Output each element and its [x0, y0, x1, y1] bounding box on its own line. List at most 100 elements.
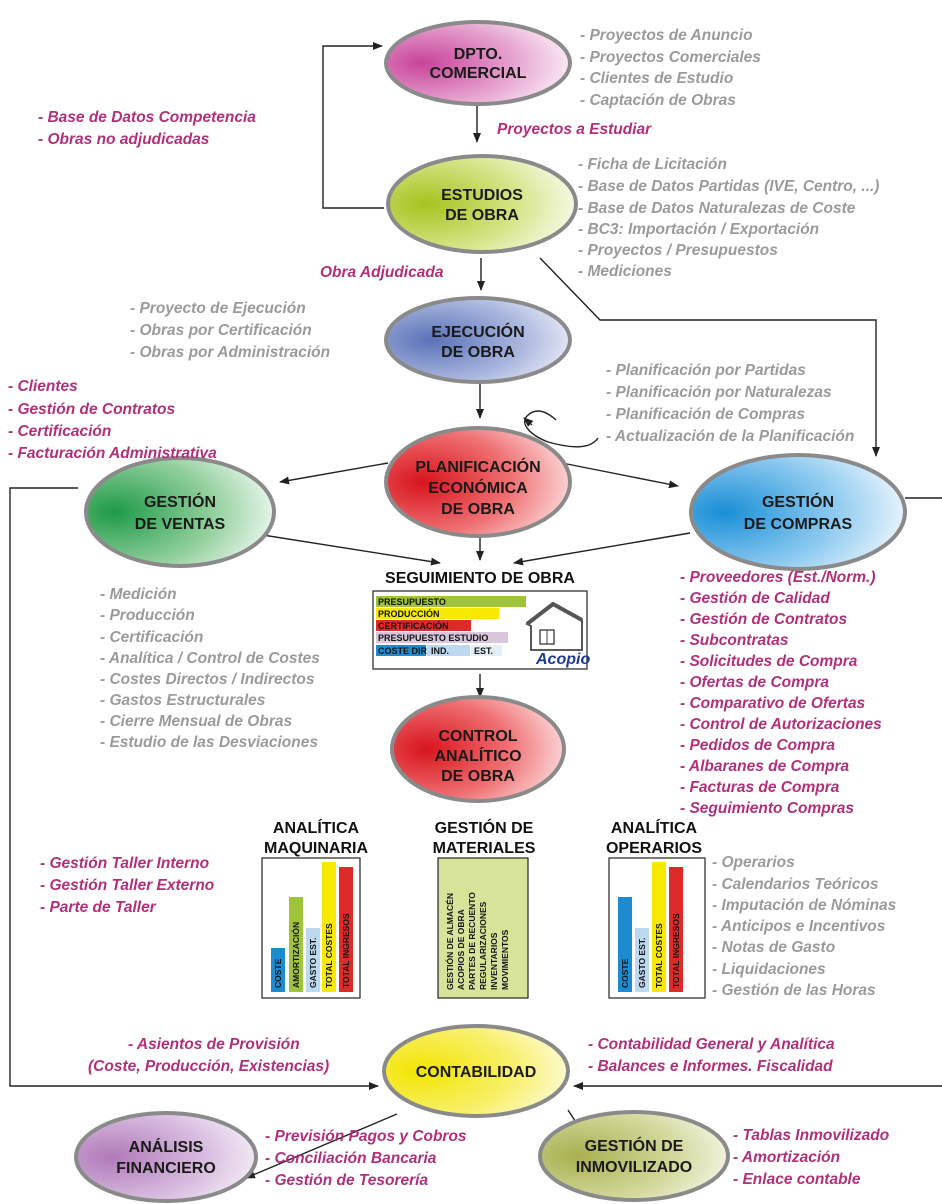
bar-total-ingresos-label: TOTAL INGRESOS [671, 913, 681, 988]
list-ventas: - Medición - Producción - Certificación … [100, 586, 320, 751]
bar-total-ingresos-label: TOTAL INGRESOS [341, 913, 351, 988]
node-planificacion: PLANIFICACIÓN ECONÓMICA DE OBRA [384, 426, 572, 538]
materiales-title-1: GESTIÓN DE [435, 818, 534, 837]
node-inmovilizado-line1: GESTIÓN DE [585, 1136, 684, 1155]
bar-total-ingresos [339, 867, 353, 992]
bar-coste-dir-label: COSTE DIR. [378, 646, 430, 656]
list-competencia: - Base de Datos Competencia - Obras no a… [38, 109, 256, 148]
list-item: - Proyectos de Anuncio [580, 27, 753, 44]
node-inmovilizado: GESTIÓN DE INMOVILIZADO [538, 1110, 730, 1202]
maquinaria-panel: ANALÍTICA MAQUINARIA COSTE AMORTIZACIÓN … [261, 818, 368, 999]
materiales-title-2: MATERIALES [433, 840, 536, 857]
seguimiento-title: SEGUIMIENTO DE OBRA [385, 570, 575, 587]
list-item: - Operarios [712, 854, 795, 871]
bar-total-costes [652, 862, 666, 992]
list-planificacion: - Planificación por Partidas - Planifica… [606, 362, 854, 445]
materiales-item: INVENTARIOS [489, 932, 499, 990]
bar-est [471, 645, 502, 656]
node-ejecucion: EJECUCIÓN DE OBRA [384, 296, 572, 384]
edge-label-proyectos-estudiar: Proyectos a Estudiar [497, 121, 652, 138]
list-item: - Captación de Obras [580, 92, 736, 109]
node-comercial: DPTO. COMERCIAL [384, 20, 572, 106]
list-item: - Gestión de Contratos [8, 401, 175, 418]
node-ejecucion-line1: EJECUCIÓN [431, 322, 524, 341]
list-item: - Actualización de la Planificación [606, 428, 854, 445]
node-ventas-line1: GESTIÓN [144, 492, 216, 511]
list-item: - Pedidos de Compra [680, 737, 835, 754]
bar-presupuesto-label: PRESUPUESTO [378, 597, 446, 607]
bar-certificacion [376, 620, 471, 631]
list-item: - Solicitudes de Compra [680, 653, 858, 670]
list-financiero: - Previsión Pagos y Cobros - Conciliació… [265, 1128, 467, 1189]
list-item: - Calendarios Teóricos [712, 876, 879, 893]
list-item: - Gestión Taller Interno [40, 855, 209, 872]
list-item: - Base de Datos Partidas (IVE, Centro, .… [578, 178, 879, 195]
node-control: CONTROL ANALÍTICO DE OBRA [390, 695, 566, 803]
list-item: - Anticipos e Incentivos [712, 918, 886, 935]
list-item: - Parte de Taller [40, 899, 157, 916]
list-item: - Medición [100, 586, 177, 603]
list-item: - Asientos de Provisión [128, 1036, 300, 1053]
bar-coste-label: COSTE [620, 958, 630, 988]
node-estudios-line1: ESTUDIOS [441, 187, 523, 204]
bar-presupuesto-estudio-label: PRESUPUESTO ESTUDIO [378, 633, 488, 643]
list-item: - Liquidaciones [712, 961, 826, 978]
list-item: - Certificación [8, 423, 111, 440]
list-taller: - Gestión Taller Interno - Gestión Talle… [40, 855, 214, 916]
list-item: - Comparativo de Ofertas [680, 695, 866, 712]
materiales-item: GESTIÓN DE ALMACÉN [444, 893, 455, 990]
bar-amortizacion [289, 897, 303, 992]
bar-amortizacion-label: AMORTIZACIÓN [290, 922, 301, 988]
list-item: - Planificación de Compras [606, 406, 805, 423]
list-item: - Facturación Administrativa [8, 445, 217, 462]
bar-coste-dir [376, 645, 426, 656]
list-item: - Gestión de las Horas [712, 982, 876, 999]
list-item: - Seguimiento Compras [680, 800, 854, 817]
node-comercial-line1: DPTO. [454, 46, 503, 63]
list-item: - Proyecto de Ejecución [130, 300, 306, 317]
bar-gasto-est [306, 928, 320, 992]
list-inmovilizado: - Tablas Inmovilizado - Amortización - E… [733, 1127, 889, 1188]
maquinaria-title-1: ANALÍTICA [273, 818, 360, 837]
list-item: - Obras por Certificación [130, 322, 312, 339]
node-contabilidad: CONTABILIDAD [382, 1024, 570, 1118]
node-financiero-line1: ANÁLISIS [129, 1137, 204, 1156]
node-ejecucion-line2: DE OBRA [441, 344, 515, 361]
acopio-label: Acopio [535, 651, 590, 668]
list-item: - Conciliación Bancaria [265, 1150, 437, 1167]
list-provision: - Asientos de Provisión (Coste, Producci… [88, 1036, 329, 1075]
materiales-item: PARTES DE RECUENTO [467, 892, 477, 990]
maquinaria-title-2: MAQUINARIA [264, 840, 368, 857]
operarios-title-1: ANALÍTICA [611, 818, 698, 837]
list-item: - Planificación por Partidas [606, 362, 806, 379]
bar-coste-label: COSTE [273, 958, 283, 988]
list-item: - Obras no adjudicadas [38, 131, 210, 148]
bar-produccion [376, 608, 499, 619]
bar-coste [271, 948, 285, 992]
materiales-panel: GESTIÓN DE MATERIALES GESTIÓN DE ALMACÉN… [433, 818, 536, 999]
list-item: - Ficha de Licitación [578, 156, 727, 173]
list-item: - Enlace contable [733, 1171, 861, 1188]
bar-total-costes-label: TOTAL COSTES [654, 923, 664, 988]
bar-gasto-est [635, 928, 649, 992]
list-item: (Coste, Producción, Existencias) [88, 1058, 329, 1075]
node-estudios-line2: DE OBRA [445, 207, 519, 224]
list-item: - Notas de Gasto [712, 939, 835, 956]
list-item: - Producción [100, 607, 195, 624]
node-ventas-line2: DE VENTAS [135, 516, 226, 533]
list-compras: - Proveedores (Est./Norm.) - Gestión de … [680, 569, 882, 817]
bar-est-label: EST. [474, 646, 493, 656]
list-clientes: - Clientes - Gestión de Contratos - Cert… [8, 378, 217, 462]
list-item: - Gastos Estructurales [100, 692, 266, 709]
list-item: - Contabilidad General y Analítica [588, 1036, 835, 1053]
list-item: - Mediciones [578, 263, 672, 280]
list-item: - Ofertas de Compra [680, 674, 829, 691]
list-item: - Subcontratas [680, 632, 789, 649]
node-control-line3: DE OBRA [441, 768, 515, 785]
node-planificacion-line3: DE OBRA [441, 501, 515, 518]
seguimiento-panel: SEGUIMIENTO DE OBRA PRESUPUESTO PRODUCCI… [372, 570, 590, 670]
list-item: - Control de Autorizaciones [680, 716, 882, 733]
list-item: - Certificación [100, 629, 203, 646]
bar-gasto-est-label: GASTO EST. [308, 938, 318, 988]
